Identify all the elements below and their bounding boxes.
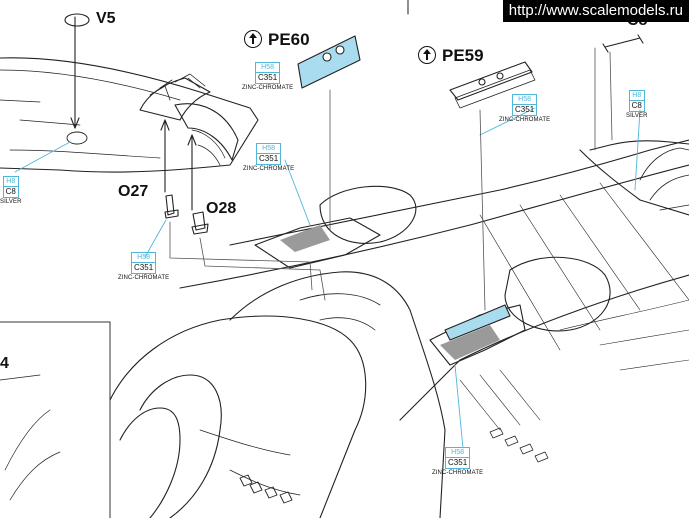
left-gun-bay: [254, 217, 381, 269]
wing-top-edge: [179, 164, 689, 289]
rod-part: [602, 34, 644, 53]
part-label-o28: O28: [206, 200, 237, 217]
engine-cowling: [109, 315, 367, 518]
part-label-pe59: PE59: [442, 46, 484, 65]
pe59-strip: [449, 61, 533, 101]
exhaust-stubs: [239, 474, 293, 504]
part-label-o27: O27: [118, 183, 149, 200]
right-wing-trailing: [399, 274, 689, 421]
gun-bay-cover: [139, 77, 211, 121]
part-label-pe60: PE60: [268, 30, 310, 49]
wing-leading-edge: [229, 139, 689, 246]
gun-bay-panel: [174, 103, 239, 161]
flip-part-icon: [418, 46, 436, 64]
flip-part-icon: [244, 30, 262, 48]
step4-frame: [0, 321, 111, 518]
part-label-v5: V5: [96, 10, 116, 27]
wing-guns: [489, 427, 549, 463]
o28-part: [191, 211, 209, 235]
left-wing-panel-lines: [0, 69, 181, 159]
fuselage: [229, 271, 446, 518]
step-number-4: 4: [0, 355, 9, 372]
left-wheel-well: [319, 185, 417, 244]
v5-part: [64, 13, 90, 27]
left-wing-outline: [0, 57, 259, 173]
watermark[interactable]: http://www.scalemodels.ru: [502, 0, 689, 22]
pe60-strip: [297, 35, 361, 89]
o27-part: [164, 194, 179, 219]
right-wheel-well: [504, 256, 611, 332]
